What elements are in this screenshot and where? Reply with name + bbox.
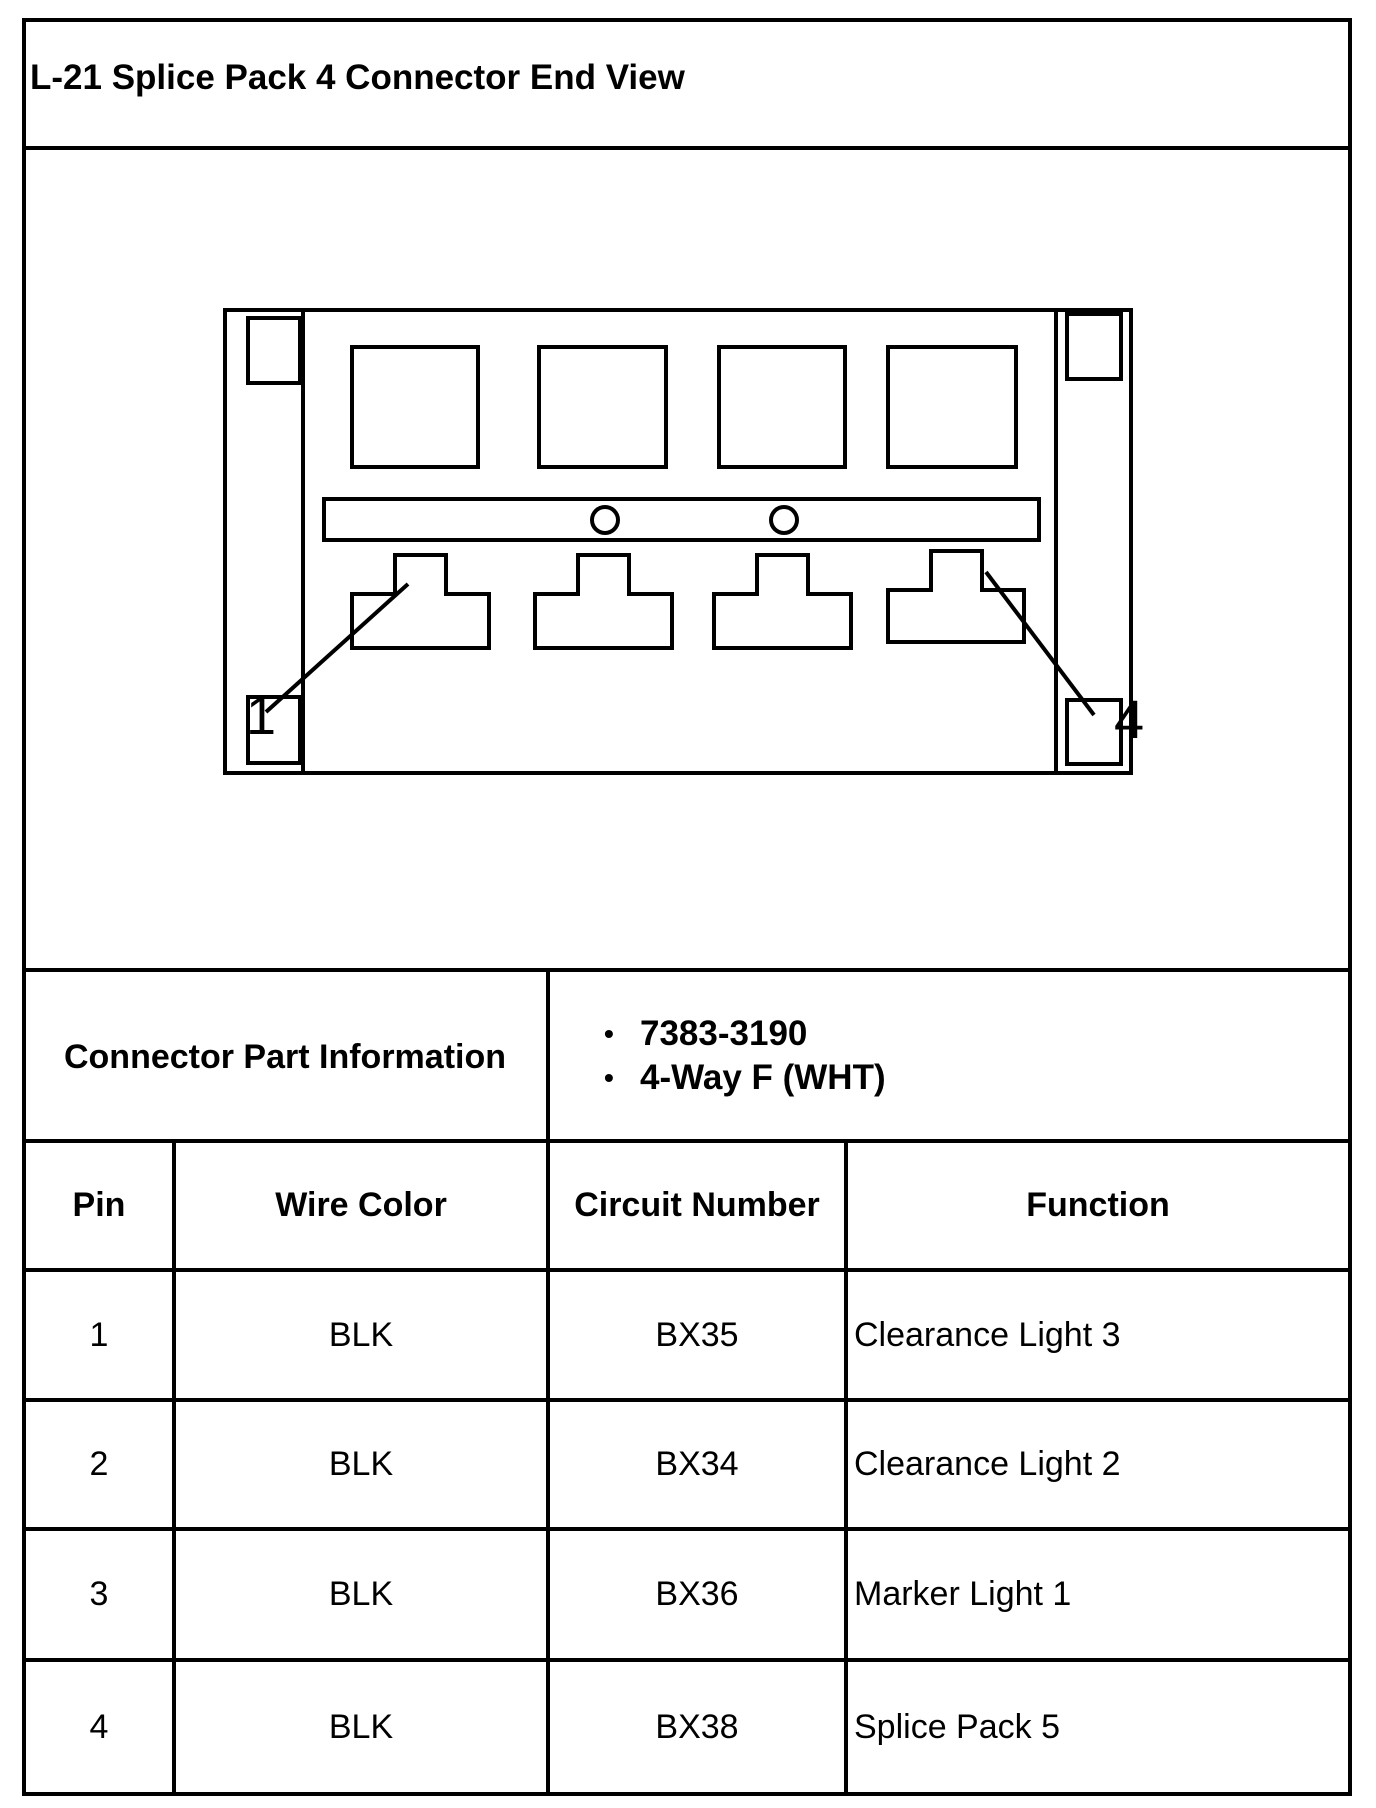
row-1-circuit-number: BX35 [655, 1315, 739, 1354]
row-1-wire-color: BLK [328, 1315, 394, 1354]
upper-cavity-4 [886, 345, 1018, 469]
header-wire-color: Wire Color [275, 1186, 447, 1224]
row-2-wire-color: BLK [328, 1445, 394, 1483]
pin-4-label: 4 [1114, 690, 1144, 750]
divider-part-info [22, 1139, 1352, 1143]
divider-title [22, 146, 1352, 150]
center-hole-1 [590, 505, 620, 535]
connector-housing [223, 308, 1133, 775]
row-2-pin: 2 [89, 1445, 109, 1483]
divider-diagram [22, 968, 1352, 972]
center-bar [322, 497, 1041, 542]
column-divider-circuit [844, 1139, 848, 1796]
row-3-circuit-number: BX36 [655, 1575, 739, 1613]
upper-cavity-2 [537, 345, 668, 469]
header-circuit-number: Circuit Number [574, 1186, 820, 1224]
row-3-function: Marker Light 1 [854, 1575, 1072, 1613]
latch-top-left [246, 316, 302, 385]
latch-top-right [1065, 312, 1123, 381]
header-function: Function [1026, 1186, 1170, 1224]
upper-cavity-3 [717, 345, 847, 469]
connector-info-label: Connector Part Information [63, 1038, 507, 1076]
connector-info-list: 7383-3190 4-Way F (WHT) [604, 1012, 886, 1100]
row-2-circuit-number: BX34 [655, 1445, 739, 1483]
row-4-circuit-number: BX38 [655, 1707, 739, 1746]
row-4-function: Splice Pack 5 [854, 1707, 1060, 1746]
terminal-cavity-4 [886, 549, 1026, 644]
divider-row-3 [22, 1658, 1352, 1662]
row-1-pin: 1 [89, 1315, 109, 1354]
row-4-pin: 4 [89, 1707, 109, 1746]
connector-type: 4-Way F (WHT) [604, 1056, 886, 1100]
row-3-pin: 3 [89, 1575, 109, 1613]
terminal-cavity-2 [533, 553, 674, 650]
pin-1-label: 1 [246, 686, 276, 746]
column-divider-main [546, 968, 550, 1796]
terminal-cavity-1 [350, 553, 491, 650]
latch-bottom-right [1065, 698, 1123, 766]
connector-diagram: 1 4 [223, 308, 1144, 775]
center-hole-2 [769, 505, 799, 535]
outer-frame [22, 18, 1352, 1796]
pin-1-leader [264, 582, 410, 714]
terminal-cavity-3 [712, 553, 853, 650]
header-pin: Pin [72, 1186, 126, 1224]
row-3-wire-color: BLK [328, 1575, 394, 1613]
latch-bottom-left [246, 695, 302, 765]
divider-row-1 [22, 1398, 1352, 1402]
divider-row-2 [22, 1527, 1352, 1531]
part-number: 7383-3190 [604, 1012, 886, 1056]
pin-4-leader [984, 570, 1096, 717]
row-1-function: Clearance Light 3 [854, 1315, 1121, 1354]
row-4-wire-color: BLK [328, 1707, 394, 1746]
page-title: L-21 Splice Pack 4 Connector End View [30, 58, 685, 97]
divider-header [22, 1268, 1352, 1272]
column-divider-pin [172, 1139, 176, 1796]
upper-cavity-1 [350, 345, 480, 469]
row-2-function: Clearance Light 2 [854, 1445, 1121, 1483]
